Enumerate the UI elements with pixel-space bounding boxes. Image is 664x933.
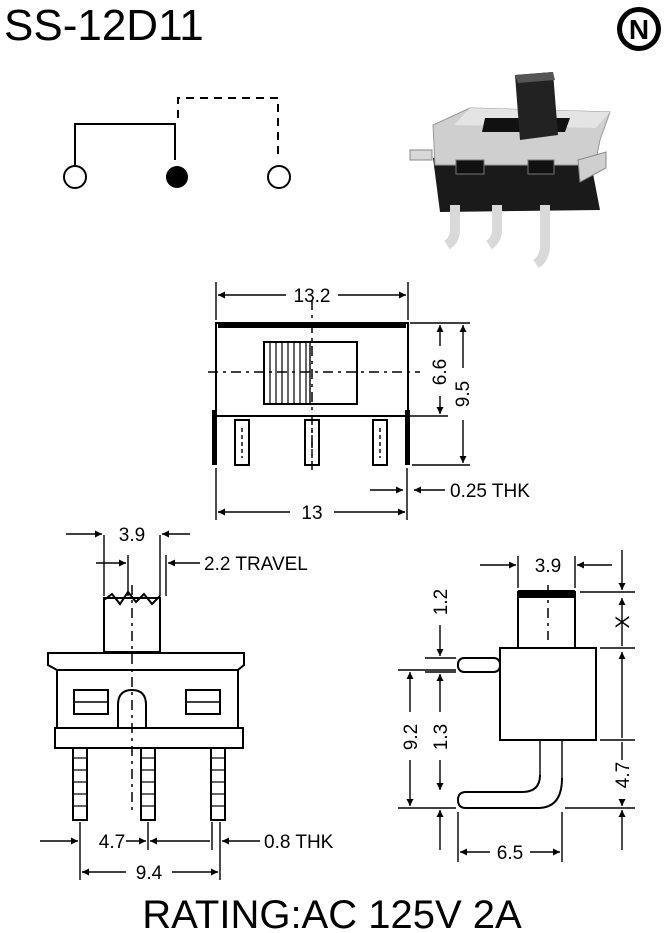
switch-schematic-icon <box>63 97 291 189</box>
front-width-label: 13.2 <box>294 286 331 307</box>
travel-label: 2.2 TRAVEL <box>204 554 308 575</box>
n-logo-icon: N <box>617 7 661 51</box>
profile-view: 3.9 X 4.7 1.2 1.3 9.2 6.5 <box>398 550 635 864</box>
pin-thickness-label: 0.8 THK <box>264 832 334 853</box>
actuator-height-label: X <box>613 615 634 628</box>
depth-label: 6.5 <box>497 843 523 864</box>
total-height-label: 9.2 <box>401 724 422 750</box>
side-view: 3.9 2.2 TRAVEL 4.7 0.8 THK 9 <box>40 525 334 884</box>
side-actuator-width-label: 3.9 <box>119 525 145 546</box>
front-inner-height-label: 6.6 <box>430 359 451 385</box>
front-view: 13.2 6.6 9.5 13 0.25 THK <box>208 282 530 524</box>
switch-3d-illustration <box>409 72 611 269</box>
rating-label: RATING:AC 125V 2A <box>142 893 522 933</box>
flange-label: 1.3 <box>431 724 452 750</box>
front-thickness-label: 0.25 THK <box>450 481 530 502</box>
side-pin-span-label: 9.4 <box>136 863 163 884</box>
front-total-height-label: 9.5 <box>453 381 474 407</box>
actuator-top-label: 1.2 <box>431 589 452 615</box>
part-number-title: SS-12D11 <box>4 1 204 50</box>
logo-letter: N <box>629 14 649 45</box>
profile-actuator-width-label: 3.9 <box>535 556 561 577</box>
lower-height-label: 4.7 <box>613 762 634 788</box>
pin-pitch-label: 4.7 <box>99 832 125 853</box>
front-pin-span-label: 13 <box>301 503 322 524</box>
